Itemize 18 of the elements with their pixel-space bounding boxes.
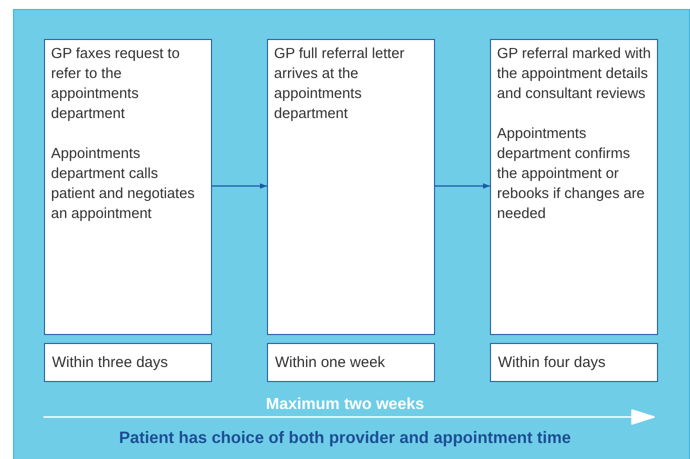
duration-label: Maximum two weeks bbox=[264, 396, 426, 414]
process-box bbox=[44, 39, 212, 335]
process-box bbox=[267, 39, 435, 335]
duration-text: Within four days bbox=[498, 353, 607, 373]
step-text: GP full referral letter arrives at the appointments department bbox=[274, 45, 406, 124]
step-text: Appointments department calls patient and negotiates an appointment bbox=[51, 145, 196, 224]
duration-box bbox=[44, 343, 212, 382]
duration-text: Within three days bbox=[52, 353, 169, 373]
arrow bbox=[212, 183, 267, 189]
duration-box bbox=[267, 343, 435, 382]
duration-box bbox=[490, 343, 658, 382]
step-text: GP referral marked with the appointment details and consultant reviews bbox=[497, 45, 651, 104]
arrow bbox=[435, 183, 490, 189]
process-box bbox=[490, 39, 658, 335]
step-text: GP faxes request to refer to the appointments department bbox=[51, 45, 181, 124]
duration-text: Within one week bbox=[275, 353, 386, 373]
step-text: Appointments department confirms the appointment or rebooks if changes are needed bbox=[497, 125, 646, 224]
note-text: Patient has choice of both provider and appointment time bbox=[118, 429, 572, 448]
